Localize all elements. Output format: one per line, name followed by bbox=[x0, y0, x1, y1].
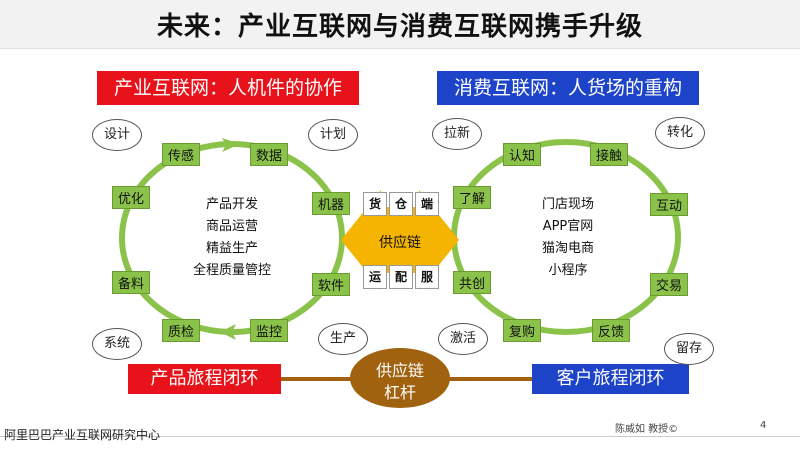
right-oval-acquire: 拉新 bbox=[432, 118, 482, 150]
left-center-list: 产品开发 商品运营 精益生产 全程质量管控 bbox=[170, 194, 294, 282]
footer-divider bbox=[0, 436, 800, 437]
left-center-item: 产品开发 bbox=[205, 197, 258, 212]
left-node-optimize: 优化 bbox=[112, 186, 151, 209]
lever-label: 供应链 杠杆 bbox=[352, 360, 448, 404]
left-center-item: 商品运营 bbox=[205, 219, 258, 234]
right-oval-convert: 转化 bbox=[655, 117, 705, 149]
left-oval-plan: 计划 bbox=[308, 119, 358, 151]
footer-author: 陈威如 教授© bbox=[615, 424, 679, 435]
product-journey-banner: 产品旅程闭环 bbox=[128, 364, 281, 394]
left-node-sensing: 传感 bbox=[162, 143, 201, 166]
right-node-understand: 了解 bbox=[453, 186, 492, 209]
title-bar bbox=[0, 0, 800, 49]
left-node-monitoring: 监控 bbox=[250, 319, 289, 342]
left-node-data: 数据 bbox=[250, 143, 289, 166]
hub-cell-transport: 运 bbox=[363, 265, 387, 289]
hub-cell-service: 服 bbox=[415, 265, 439, 289]
left-node-quality: 质检 bbox=[162, 319, 201, 342]
right-center-item: 门店现场 bbox=[541, 197, 594, 212]
right-oval-activate: 激活 bbox=[438, 323, 488, 355]
left-center-item: 精益生产 bbox=[205, 241, 258, 256]
lever-line1: 供应链 bbox=[375, 361, 424, 380]
right-node-repurchase: 复购 bbox=[503, 319, 542, 342]
right-center-list: 门店现场 APP官网 猫淘电商 小程序 bbox=[506, 194, 630, 282]
right-node-contact: 接触 bbox=[590, 143, 629, 166]
hub-cell-warehouse: 仓 bbox=[389, 192, 413, 216]
hub-label: 供应链 bbox=[379, 235, 421, 251]
right-node-feedback: 反馈 bbox=[592, 319, 631, 342]
right-center-item: 小程序 bbox=[548, 263, 588, 278]
left-node-software: 软件 bbox=[312, 273, 351, 296]
right-node-transaction: 交易 bbox=[650, 273, 689, 296]
left-arrow-bottom bbox=[220, 324, 236, 340]
left-oval-production: 生产 bbox=[318, 323, 368, 355]
lever-circle bbox=[350, 348, 450, 408]
footer-org: 阿里巴巴产业互联网研究中心 bbox=[4, 428, 161, 442]
right-center-item: 猫淘电商 bbox=[541, 241, 594, 256]
left-center-item: 全程质量管控 bbox=[192, 263, 271, 278]
right-node-awareness: 认知 bbox=[503, 143, 542, 166]
hub-cell-distribute: 配 bbox=[389, 265, 413, 289]
hub-cell-terminal: 端 bbox=[415, 192, 439, 216]
slide-title: 未来：产业互联网与消费互联网携手升级 bbox=[156, 12, 643, 42]
consumer-internet-banner: 消费互联网：人货场的重构 bbox=[437, 71, 699, 105]
left-oval-system: 系统 bbox=[92, 328, 142, 360]
industrial-internet-banner: 产业互联网：人机件的协作 bbox=[97, 71, 359, 105]
left-node-machine: 机器 bbox=[312, 192, 351, 215]
right-oval-retain: 留存 bbox=[664, 333, 714, 365]
left-oval-design: 设计 bbox=[92, 119, 142, 151]
right-center-item: APP官网 bbox=[542, 219, 594, 234]
left-arrow-top bbox=[222, 138, 240, 152]
customer-journey-banner: 客户旅程闭环 bbox=[532, 364, 689, 394]
right-node-interact: 互动 bbox=[650, 193, 689, 216]
left-node-materials: 备料 bbox=[112, 271, 151, 294]
lever-line2: 杠杆 bbox=[383, 383, 416, 402]
hub-cell-goods: 货 bbox=[363, 192, 387, 216]
right-node-cocreate: 共创 bbox=[453, 271, 492, 294]
page-number: 4 bbox=[760, 420, 767, 431]
